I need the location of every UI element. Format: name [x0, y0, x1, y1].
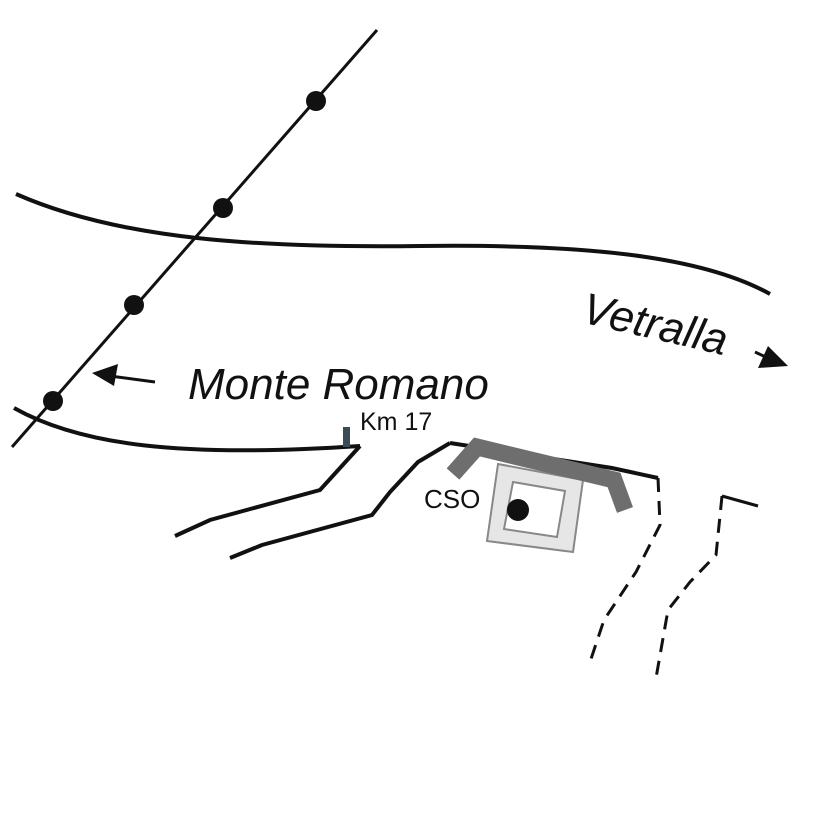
km-label: Km 17	[360, 408, 432, 436]
monte-romano-arrow	[92, 364, 156, 386]
arrow-right-icon	[758, 346, 788, 368]
railway-station-dot	[124, 295, 144, 315]
dashed-track-right	[654, 495, 724, 679]
side-road-branch	[174, 444, 362, 538]
dashed-tracks	[588, 477, 759, 679]
km-marker-post	[343, 427, 350, 447]
site-inner-boundary	[502, 480, 567, 539]
cso-label: CSO	[424, 484, 480, 514]
railway-station-dot	[43, 391, 63, 411]
main-road-south	[13, 406, 361, 453]
monte-romano-label: Monte Romano	[188, 360, 489, 409]
cso-site	[446, 437, 633, 554]
arrow-left-icon	[92, 364, 118, 386]
railway-station-dot	[306, 91, 326, 111]
site-building	[446, 437, 633, 513]
vetralla-label: Vetralla	[578, 284, 733, 365]
cso-observatory-dot	[507, 499, 529, 521]
main-road-north	[15, 192, 771, 296]
dashed-track-left	[588, 477, 662, 663]
track-stub	[721, 494, 759, 508]
vetralla-arrow	[754, 346, 788, 368]
railway-station-dot	[213, 198, 233, 218]
